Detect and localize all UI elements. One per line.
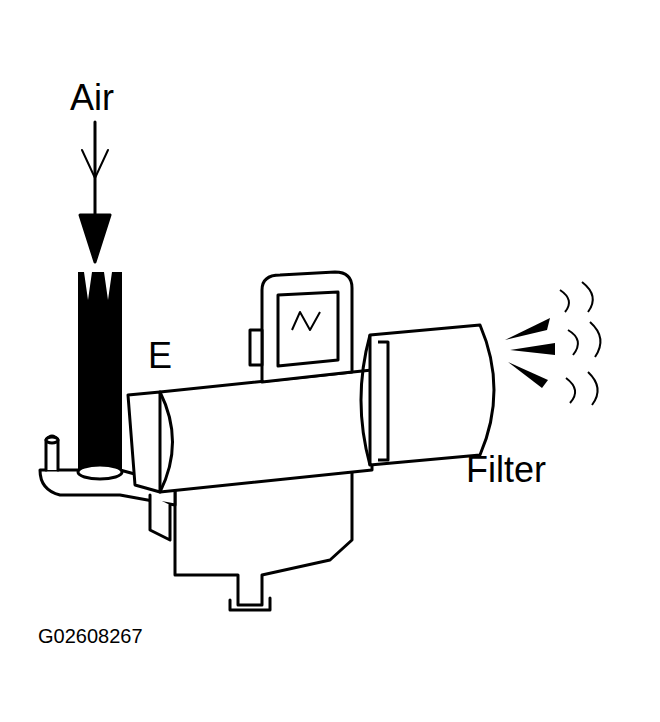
air-arrow-head <box>80 215 110 262</box>
air-arrow-feather <box>82 150 108 178</box>
base-tab <box>230 598 270 610</box>
electrical-connector <box>262 272 352 382</box>
flow-label: Air <box>70 80 114 116</box>
hose <box>78 272 122 477</box>
connector-latch <box>250 330 262 365</box>
port-nipple <box>46 436 58 470</box>
figure-code: G02608267 <box>38 626 143 646</box>
port-label: E <box>148 338 172 374</box>
mount-clip <box>150 495 170 540</box>
part-label: Filter <box>466 452 546 488</box>
air-exhaust <box>505 318 555 388</box>
air-exhaust-puffs <box>560 282 600 405</box>
filter-body <box>370 325 494 465</box>
solenoid-body <box>148 370 373 492</box>
body-flange <box>128 392 160 492</box>
valve-base <box>175 470 352 605</box>
